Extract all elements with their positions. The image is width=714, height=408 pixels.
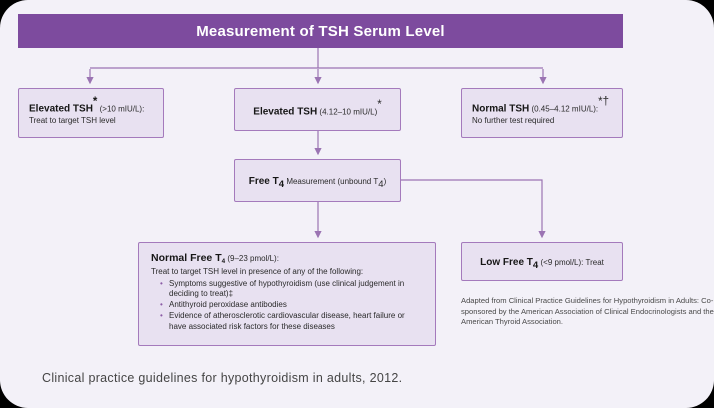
node-action-text: Treat xyxy=(583,258,604,268)
node-free-t4: Free T4 Measurement (unbound T4) xyxy=(234,159,401,202)
subscript-4: 4 xyxy=(221,257,226,265)
subscript-4: 4 xyxy=(532,259,539,271)
page-title: Measurement of TSH Serum Level xyxy=(18,14,623,48)
node-normal-tsh-title: Normal TSH (0.45–4.12 mIU/L):*† xyxy=(472,96,612,116)
footnote-marker: * xyxy=(92,96,98,108)
node-intro-text: Treat to target TSH level in presence of… xyxy=(151,266,364,276)
node-free-t4-title: Free T4 Measurement (unbound T4) xyxy=(249,171,387,190)
footnote-text: Adapted from Clinical Practice Guideline… xyxy=(461,296,714,327)
node-title-text: Elevated TSH xyxy=(29,103,93,115)
node-title-text: Low Free T xyxy=(480,257,533,269)
node-elevated-tsh-high: Elevated TSH* (>10 mIU/L): Treat to targ… xyxy=(18,88,164,138)
node-elevated-tsh-mid-title: Elevated TSH (4.12–10 mIU/L)* xyxy=(253,99,381,119)
node-normal-free-t4: Normal Free T4 (9–23 pmol/L): Treat to t… xyxy=(138,242,436,346)
node-body-text: Treat to target TSH level xyxy=(29,116,116,126)
node-normal-tsh: Normal TSH (0.45–4.12 mIU/L):*† No furth… xyxy=(461,88,623,138)
node-range-text: ) xyxy=(383,177,387,187)
footnote-marker: *† xyxy=(598,96,610,108)
bullet-item: Evidence of atherosclerotic cardiovascul… xyxy=(159,311,423,333)
node-range-text: Measurement (unbound T xyxy=(284,177,379,187)
node-range-text: (>10 mIU/L): xyxy=(97,104,145,114)
node-title-text: Normal Free T xyxy=(151,252,222,264)
footnote-marker: * xyxy=(377,99,382,112)
node-low-free-t4: Low Free T4 (<9 pmol/L): Treat xyxy=(461,242,623,281)
node-elevated-tsh-mid: Elevated TSH (4.12–10 mIU/L)* xyxy=(234,88,401,131)
node-range-text: (<9 pmol/L): xyxy=(538,258,584,268)
node-range-text: (0.45–4.12 mIU/L): xyxy=(529,104,599,114)
bullet-item: Symptoms suggestive of hypothyroidism (u… xyxy=(159,279,423,301)
page-title-text: Measurement of TSH Serum Level xyxy=(196,22,445,40)
node-low-free-t4-title: Low Free T4 (<9 pmol/L): Treat xyxy=(480,252,604,271)
node-title-text: Elevated TSH xyxy=(253,106,318,118)
node-title-text: Normal TSH xyxy=(472,103,530,115)
node-elevated-tsh-high-title: Elevated TSH* (>10 mIU/L): xyxy=(29,96,153,116)
node-normal-free-t4-title: Normal Free T4 (9–23 pmol/L): xyxy=(151,252,423,265)
arrow-to-low-free-t4 xyxy=(401,179,546,239)
node-range-text: (4.12–10 mIU/L) xyxy=(317,107,378,117)
node-range-text: (9–23 pmol/L): xyxy=(225,254,279,263)
bullet-list: Symptoms suggestive of hypothyroidism (u… xyxy=(159,279,423,333)
subscript-4: 4 xyxy=(278,178,285,190)
bullet-item: Antithyroid peroxidase antibodies xyxy=(159,300,423,311)
node-body-text: No further test required xyxy=(472,116,555,126)
caption-text: Clinical practice guidelines for hypothy… xyxy=(42,371,403,385)
subscript-4: 4 xyxy=(378,178,384,190)
node-title-text: Free T xyxy=(248,176,279,188)
